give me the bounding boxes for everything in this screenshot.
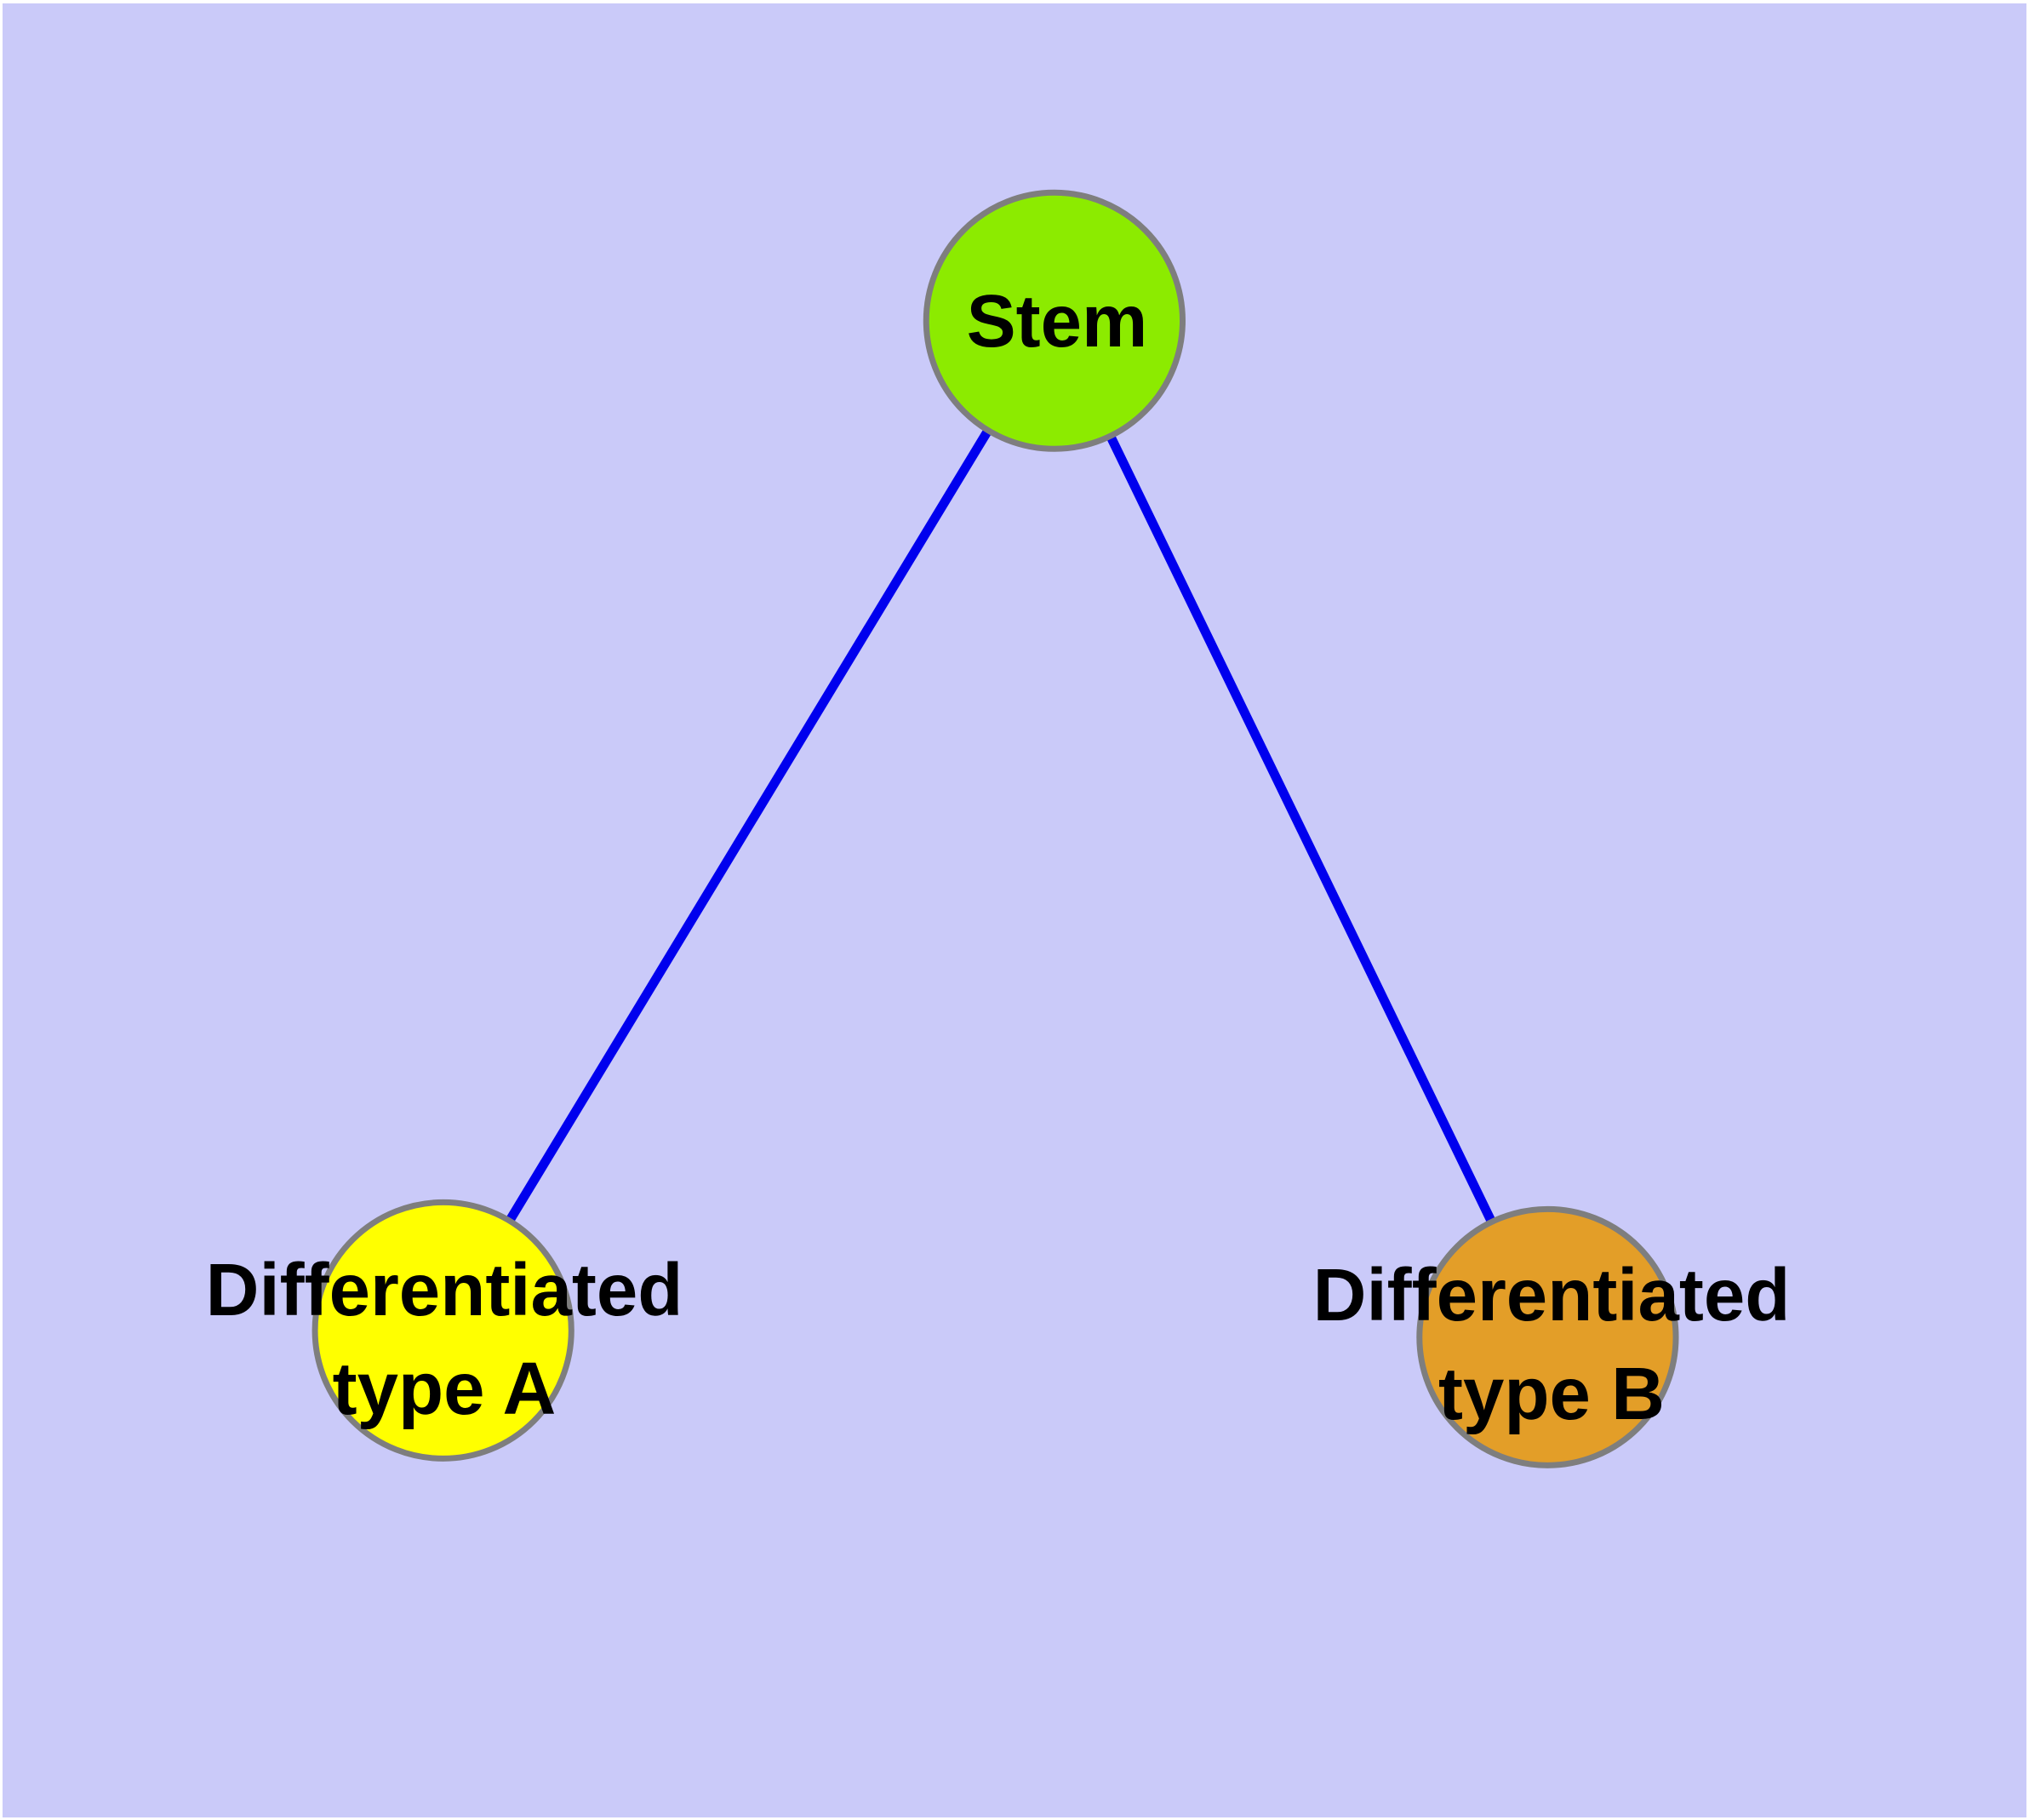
node-stem-label: Stem	[966, 280, 1148, 363]
node-type-b-label: Differentiated type B	[1312, 1254, 1791, 1435]
edge-stem-to-type-b	[1106, 433, 1496, 1224]
node-type-b	[1416, 1205, 1679, 1468]
node-stem	[923, 189, 1186, 452]
node-type-a-label: Differentiated type A	[205, 1249, 683, 1430]
node-type-a	[311, 1199, 574, 1462]
diagram-canvas: Stem Differentiated type A Differentiate…	[3, 3, 2026, 1817]
edge-stem-to-type-a	[505, 427, 992, 1224]
diagram-graphics	[311, 189, 1679, 1468]
